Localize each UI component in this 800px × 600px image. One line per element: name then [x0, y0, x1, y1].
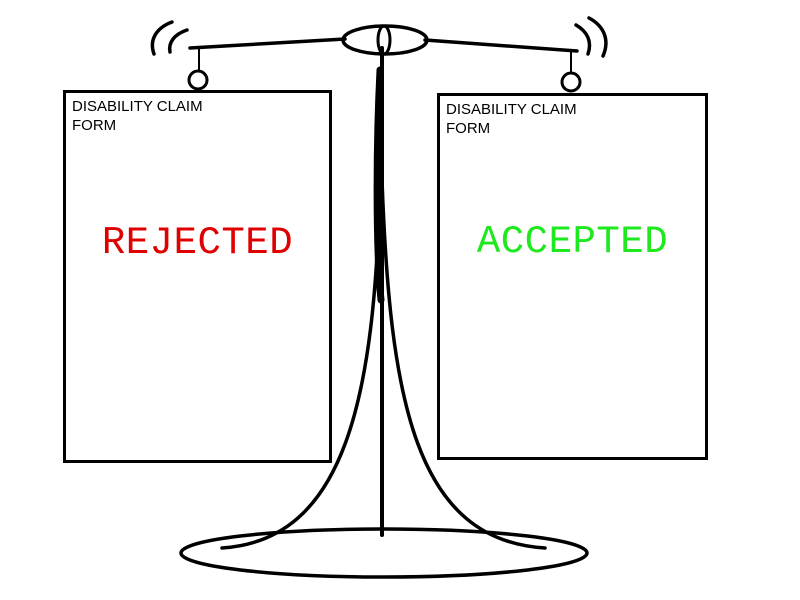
rejected-stamp: REJECTED	[101, 221, 294, 265]
beam-right	[423, 38, 579, 53]
stand-curve-right	[380, 178, 547, 550]
hanger-ring-right	[560, 71, 582, 93]
rejected-claim-form: DISABILITY CLAIM FORM REJECTED	[63, 90, 332, 463]
hanger-ring-left	[187, 69, 209, 91]
form-title: DISABILITY CLAIM FORM	[72, 98, 203, 134]
motion-mark-left-outer	[150, 20, 174, 56]
scale-base	[179, 527, 589, 579]
motion-mark-left-inner	[167, 28, 189, 54]
pivot-pin	[376, 24, 392, 56]
accepted-stamp: ACCEPTED	[476, 220, 669, 264]
stand-pole-thick	[373, 66, 385, 304]
form-title: DISABILITY CLAIM FORM	[446, 101, 577, 137]
motion-mark-right-outer	[587, 16, 608, 58]
pivot-ring	[341, 24, 429, 56]
accepted-claim-form: DISABILITY CLAIM FORM ACCEPTED	[437, 93, 708, 460]
motion-mark-right-inner	[574, 23, 592, 56]
beam-left	[188, 37, 347, 50]
